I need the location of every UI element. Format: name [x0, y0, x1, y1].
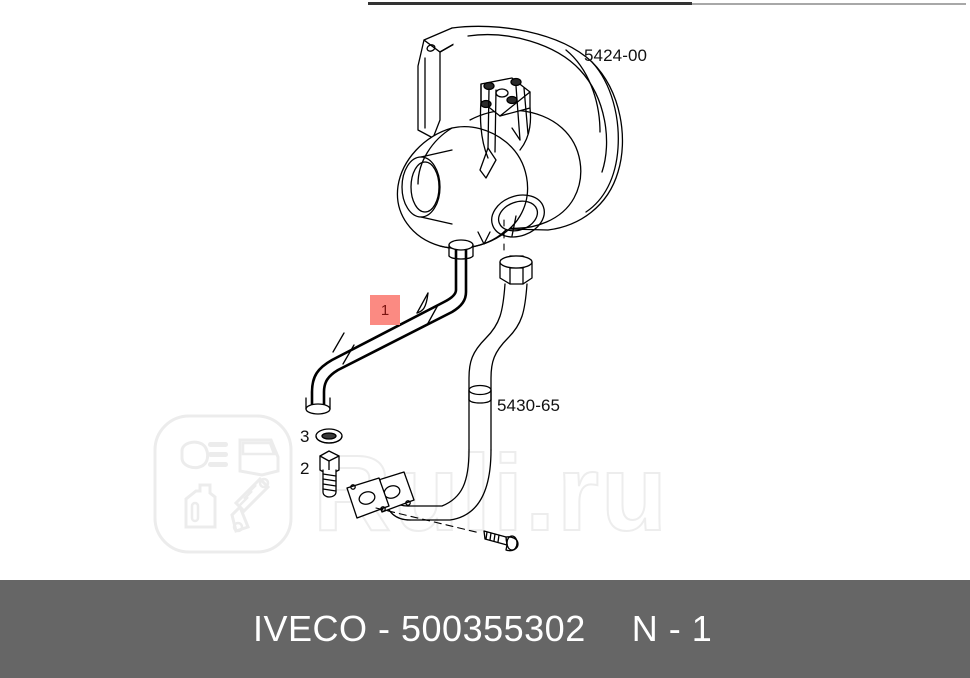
parts-line-art: [305, 25, 624, 552]
footer-bar: IVECO - 500355302 N - 1: [0, 580, 970, 678]
flange-gasket: [346, 477, 390, 519]
item-number-1-highlight[interactable]: 1: [370, 295, 400, 325]
item-number-2: 2: [300, 459, 310, 478]
header-rule-light: [692, 3, 966, 5]
mounting-flange: [346, 471, 415, 519]
union-bolt: [319, 450, 340, 498]
technical-drawing-canvas: Ruli.ru: [153, 2, 966, 554]
footer-content: IVECO - 500355302 N - 1: [253, 608, 712, 650]
turbocharger-assembly: [396, 25, 624, 249]
sealing-washer: [315, 428, 343, 444]
brand-and-part-number: IVECO - 500355302: [253, 608, 586, 649]
sheet-number: N - 1: [631, 608, 713, 649]
header-rule-dark: [368, 2, 692, 5]
oil-feed-pipe: [305, 239, 474, 415]
flange-bolt: [375, 507, 519, 552]
oil-return-pipe: [385, 219, 533, 521]
item-number-3: 3: [300, 427, 310, 446]
part-group-label-5430: 5430-65: [497, 396, 561, 415]
part-group-label-5424: 5424-00: [584, 46, 648, 65]
